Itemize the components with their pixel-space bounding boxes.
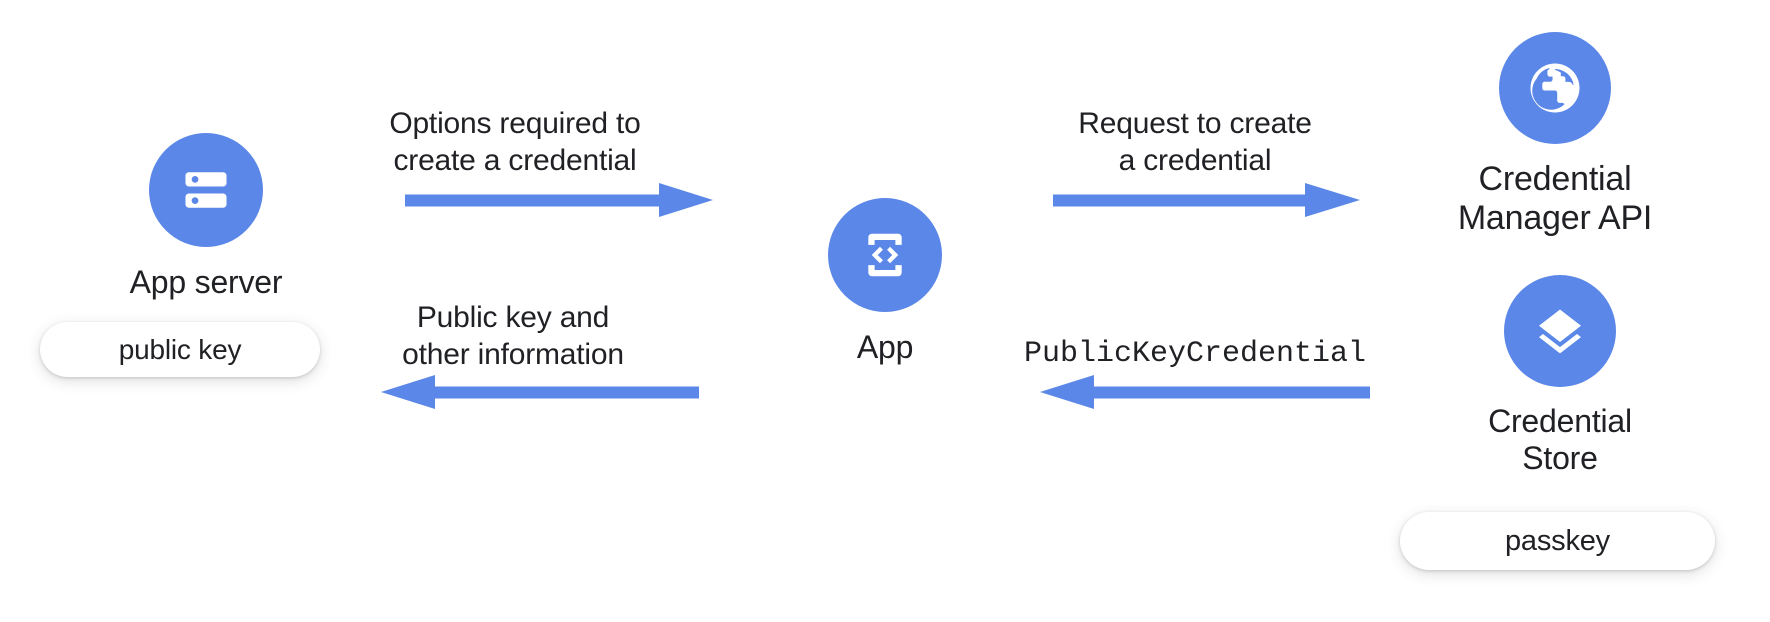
edge-label-request-to-create: Request to create a credential bbox=[1078, 107, 1312, 177]
node-credential-manager-api: Credential Manager API bbox=[1440, 32, 1670, 239]
app-code-phone-icon bbox=[868, 233, 902, 277]
edge-label-publickeycredential: PublicKeyCredential bbox=[1023, 337, 1367, 371]
credential-store-icon-circle bbox=[1504, 275, 1616, 387]
pill-public-key: public key bbox=[40, 322, 320, 377]
arrow-app-to-credential-manager bbox=[1053, 180, 1360, 220]
pill-public-key-label: public key bbox=[118, 333, 242, 365]
pill-passkey: passkey bbox=[1400, 512, 1715, 570]
layers-icon bbox=[1539, 309, 1581, 354]
app-server-icon-circle bbox=[149, 133, 263, 247]
node-app: App bbox=[828, 198, 942, 366]
globe-icon bbox=[1530, 63, 1580, 113]
server-icon bbox=[185, 172, 227, 208]
arrow-server-to-app bbox=[405, 180, 713, 220]
arrow-credential-store-to-app bbox=[1030, 372, 1370, 412]
app-label: App bbox=[856, 329, 914, 365]
app-icon-circle bbox=[828, 198, 942, 312]
pill-passkey-label: passkey bbox=[1505, 524, 1610, 557]
credential-manager-icon-circle bbox=[1499, 32, 1611, 144]
edge-label-public-key-and-other-info: Public key and other information bbox=[402, 301, 624, 371]
app-server-label: App server bbox=[129, 264, 283, 300]
edge-label-options-required: Options required to create a credential bbox=[389, 107, 641, 177]
node-app-server: App server bbox=[126, 133, 286, 301]
credential-store-label: Credential Store bbox=[1488, 403, 1632, 477]
credential-manager-label: Credential Manager API bbox=[1457, 160, 1653, 238]
arrow-app-to-server bbox=[373, 372, 699, 412]
node-credential-store: Credential Store bbox=[1450, 275, 1670, 477]
